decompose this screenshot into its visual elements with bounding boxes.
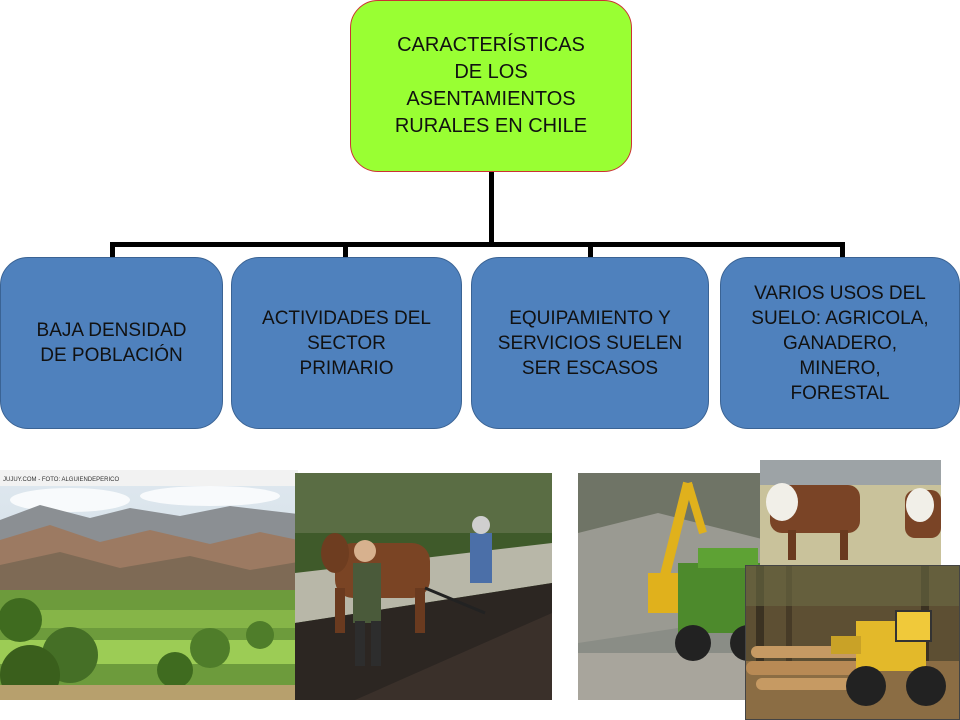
connector-drop-3 xyxy=(588,242,593,257)
connector-trunk xyxy=(489,172,494,244)
child-node-label: VARIOS USOS DEL SUELO: AGRICOLA, GANADER… xyxy=(751,282,929,404)
child-node-label: EQUIPAMIENTO Y SERVICIOS SUELEN SER ESCA… xyxy=(497,307,683,379)
valley-landscape-photo: JUJUY.COM - FOTO: ALGUIENDEPERICO xyxy=(0,470,298,700)
root-node: CARACTERÍSTICAS DE LOS ASENTAMIENTOS RUR… xyxy=(350,0,632,172)
child-node-services: EQUIPAMIENTO Y SERVICIOS SUELEN SER ESCA… xyxy=(471,257,709,429)
valley-photo-caption: JUJUY.COM - FOTO: ALGUIENDEPERICO xyxy=(3,477,119,483)
child-node-land-uses: VARIOS USOS DEL SUELO: AGRICOLA, GANADER… xyxy=(720,257,960,429)
child-node-label: BAJA DENSIDAD DE POBLACIÓN xyxy=(36,320,187,366)
connector-drop-4 xyxy=(840,242,845,257)
cattle-photo xyxy=(760,460,941,570)
child-node-label: ACTIVIDADES DEL SECTOR PRIMARIO xyxy=(262,307,431,379)
forestry-photo xyxy=(745,565,960,720)
connector-drop-1 xyxy=(110,242,115,257)
connector-drop-2 xyxy=(343,242,348,257)
plowing-photo xyxy=(295,473,552,700)
root-node-label: CARACTERÍSTICAS DE LOS ASENTAMIENTOS RUR… xyxy=(394,34,588,137)
child-node-density: BAJA DENSIDAD DE POBLACIÓN xyxy=(0,257,223,429)
connector-bar xyxy=(110,242,845,247)
child-node-primary-sector: ACTIVIDADES DEL SECTOR PRIMARIO xyxy=(231,257,462,429)
